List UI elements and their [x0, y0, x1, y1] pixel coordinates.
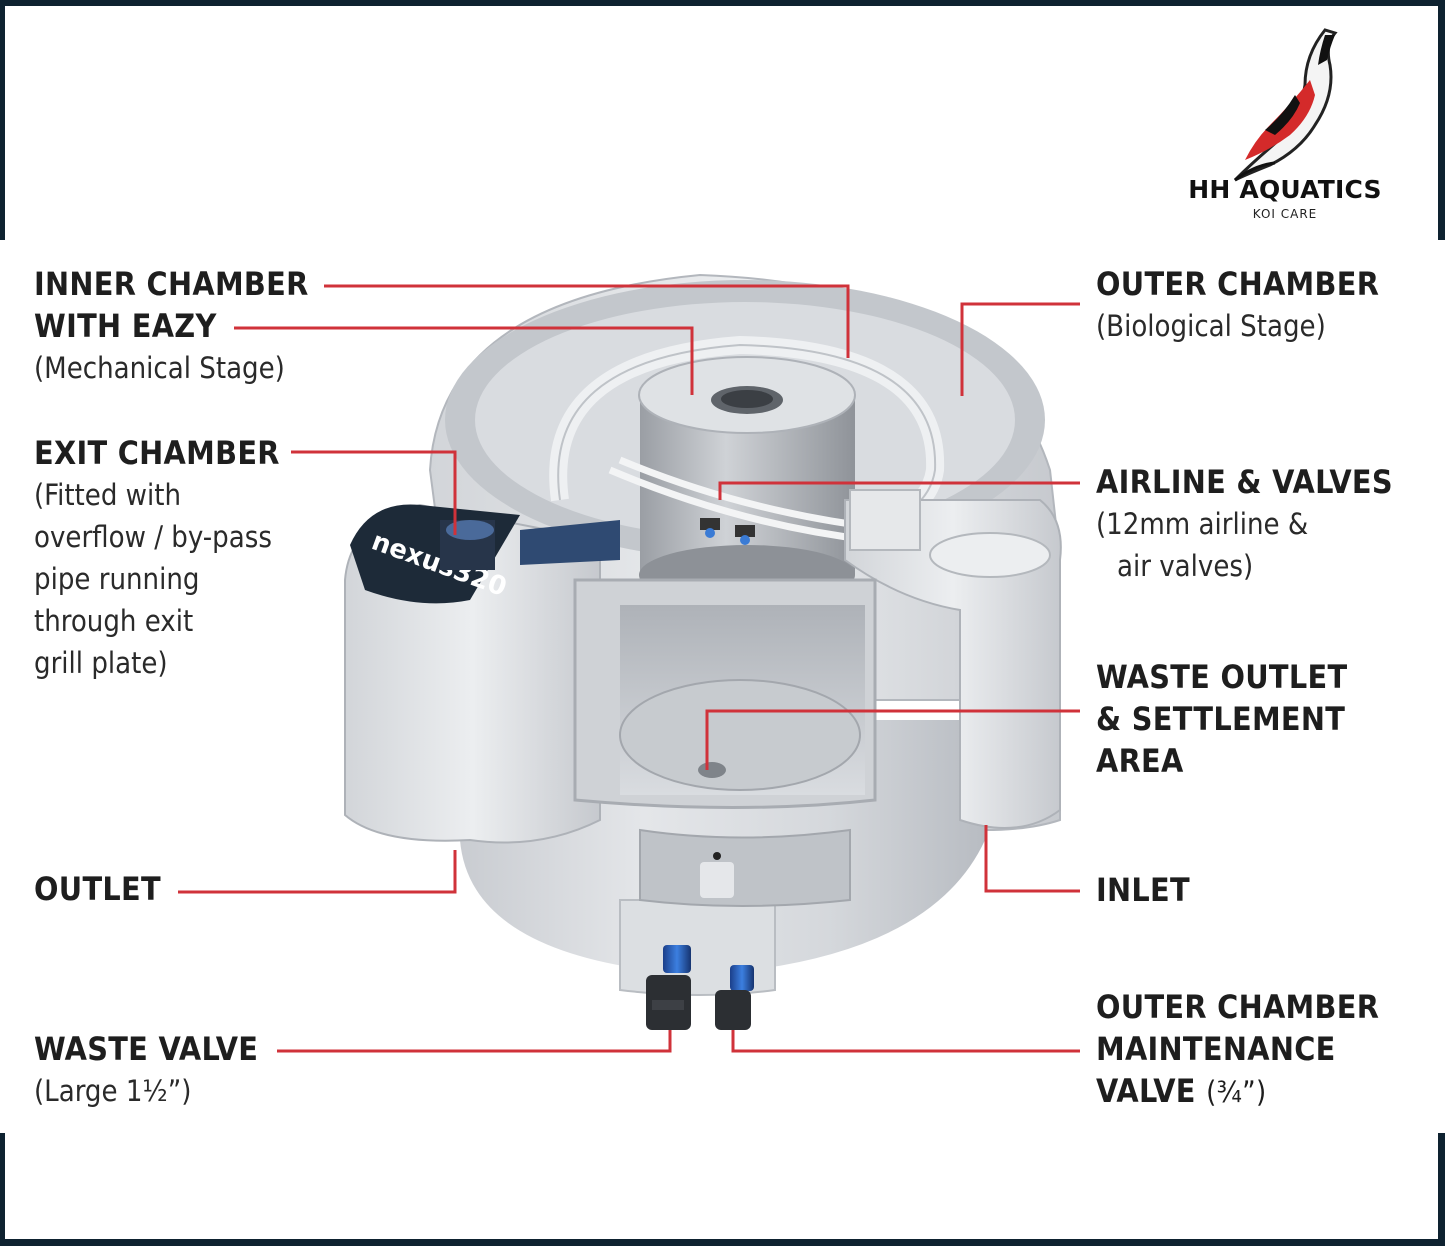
airline-sub-1: (12mm airline & [1096, 507, 1309, 541]
leader-maintenance-valve [731, 1030, 1080, 1053]
outlet-title: OUTLET [34, 870, 161, 908]
inner-chamber-title-2: WITH EAZY [34, 307, 217, 345]
airline-title: AIRLINE & VALVES [1096, 463, 1393, 501]
callout-inlet: INLET [1096, 872, 1190, 914]
exit-chamber-sub-4: through exit [34, 604, 194, 638]
exit-chamber-sub-5: grill plate) [34, 646, 168, 680]
leader-waste-valve [277, 1030, 672, 1053]
inlet-title: INLET [1096, 871, 1190, 909]
airline-sub-2: air valves) [1117, 549, 1254, 583]
leader-airline [718, 481, 1080, 500]
callout-inner-chamber: INNER CHAMBER WITH EAZY (Mechanical Stag… [34, 266, 309, 392]
waste-valve-subtitle: (Large 1½”) [34, 1074, 192, 1108]
waste-valve-title: WASTE VALVE [34, 1030, 259, 1068]
maintenance-valve [715, 965, 754, 1030]
outer-chamber-title: OUTER CHAMBER [1096, 265, 1380, 303]
inlet-housing [844, 489, 1062, 829]
exit-chamber-sub-2: overflow / by-pass [34, 520, 272, 554]
callout-airline: AIRLINE & VALVES (12mm airline & air val… [1096, 464, 1393, 590]
maintenance-title-2: MAINTENANCE [1096, 1030, 1336, 1068]
maintenance-size: (¾”) [1206, 1075, 1267, 1109]
callout-exit-chamber: EXIT CHAMBER (Fitted with overflow / by-… [34, 435, 280, 687]
leader-inner-chamber-top [324, 284, 850, 358]
leader-lines [178, 284, 1080, 1053]
waste-outlet-title-2: & SETTLEMENT [1096, 700, 1346, 738]
leader-exit-chamber [291, 450, 457, 535]
leader-outer-chamber [960, 302, 1080, 396]
exit-chamber-sub-1: (Fitted with [34, 478, 182, 512]
inner-chamber-title-1: INNER CHAMBER [34, 265, 309, 303]
waste-outlet-title-1: WASTE OUTLET [1096, 658, 1348, 696]
leader-inlet [984, 825, 1080, 893]
air-valves [700, 518, 755, 545]
callout-maintenance-valve: OUTER CHAMBER MAINTENANCE VALVE (¾”) [1096, 989, 1379, 1115]
leader-inner-chamber-eazy [234, 326, 694, 395]
callout-waste-valve: WASTE VALVE (Large 1½”) [34, 1031, 258, 1115]
callout-waste-outlet: WASTE OUTLET & SETTLEMENT AREA [1096, 659, 1347, 785]
exit-chamber-title: EXIT CHAMBER [34, 434, 280, 472]
maintenance-title-3: VALVE [1096, 1072, 1196, 1110]
leader-outlet [178, 850, 457, 894]
waste-valve [646, 945, 691, 1030]
brand-tagline: KOI CARE [1252, 207, 1318, 221]
outer-chamber-subtitle: (Biological Stage) [1096, 309, 1326, 343]
exit-chamber-sub-3: pipe running [34, 562, 200, 596]
waste-outlet-title-3: AREA [1096, 742, 1184, 780]
maintenance-title-3-row: VALVE (¾”) [1096, 1073, 1379, 1115]
maintenance-title-1: OUTER CHAMBER [1096, 988, 1380, 1026]
inner-chamber-subtitle: (Mechanical Stage) [34, 351, 285, 385]
leader-waste-outlet [705, 709, 1080, 770]
exit-housing: nexus320 [344, 503, 620, 844]
callout-outer-chamber: OUTER CHAMBER (Biological Stage) [1096, 266, 1379, 350]
koi-logo [1233, 28, 1338, 182]
callout-outlet: OUTLET [34, 871, 161, 913]
brand-name: HH AQUATICS [1188, 175, 1382, 204]
cutaway-window [573, 578, 877, 907]
